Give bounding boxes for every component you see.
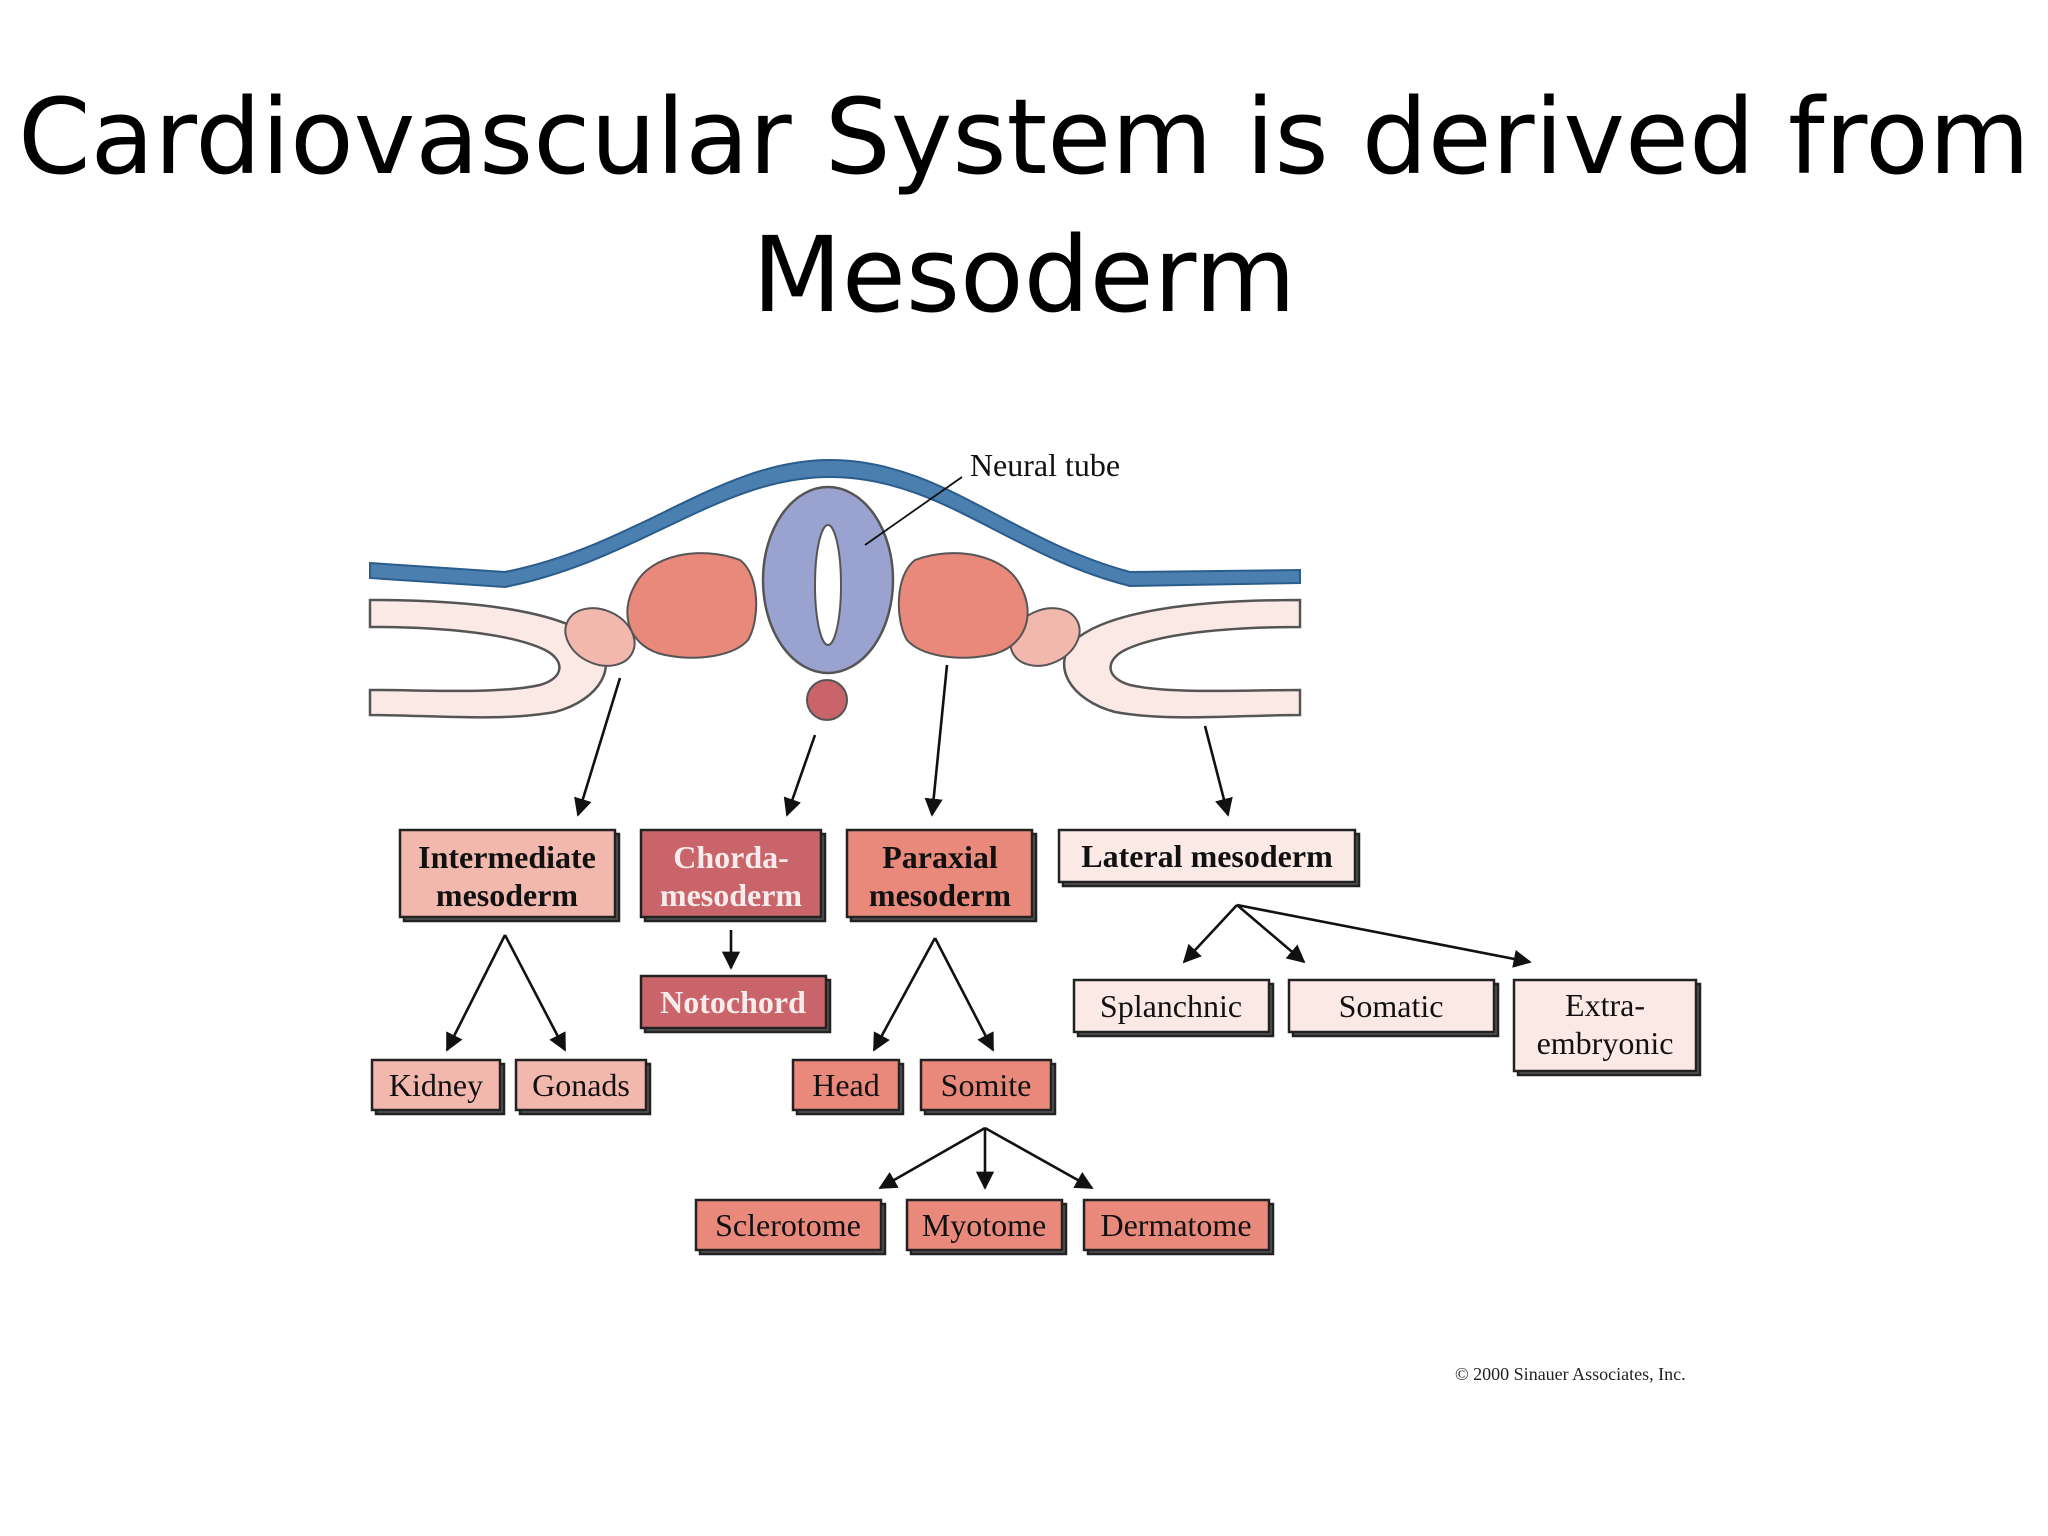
svg-text:Extra-: Extra- (1565, 987, 1645, 1023)
svg-text:mesoderm: mesoderm (869, 877, 1012, 913)
box-somatic: Somatic (1287, 978, 1500, 1038)
box-splanchnic: Splanchnic (1072, 978, 1275, 1038)
branch-arrows (445, 903, 1532, 1190)
section-arrows (574, 664, 1233, 817)
svg-text:Dermatome: Dermatome (1100, 1207, 1251, 1243)
right-lateral-plate (1063, 598, 1302, 719)
svg-text:Notochord: Notochord (660, 984, 806, 1020)
svg-text:Somatic: Somatic (1339, 988, 1444, 1024)
copyright-notice: © 2000 Sinauer Associates, Inc. (1455, 1364, 1686, 1384)
svg-text:Sclerotome: Sclerotome (715, 1207, 861, 1243)
svg-text:Paraxial: Paraxial (882, 839, 998, 875)
svg-text:Somite: Somite (941, 1067, 1032, 1103)
right-intermediate-blob (1009, 607, 1081, 667)
embryo-cross-section: Neural tube (368, 447, 1302, 721)
svg-text:Kidney: Kidney (389, 1067, 483, 1103)
box-kidney: Kidney (370, 1058, 506, 1116)
svg-text:Chorda-: Chorda- (673, 839, 789, 875)
box-lateral-mesoderm: Lateral mesoderm (1057, 828, 1361, 888)
slide-title: Cardiovascular System is derived from Me… (0, 68, 2048, 344)
neural-tube-label: Neural tube (970, 447, 1120, 483)
box-gonads: Gonads (514, 1058, 652, 1116)
neural-tube-leader (864, 476, 963, 546)
svg-text:mesoderm: mesoderm (660, 877, 803, 913)
title-line-1: Cardiovascular System is derived from (17, 76, 2031, 198)
right-paraxial-blob (897, 552, 1029, 659)
svg-text:Head: Head (812, 1067, 880, 1103)
svg-text:mesoderm: mesoderm (436, 877, 579, 913)
ectoderm-layer (369, 458, 1301, 589)
svg-text:Myotome: Myotome (922, 1207, 1046, 1243)
box-somite: Somite (919, 1058, 1057, 1116)
svg-text:Intermediate: Intermediate (418, 839, 596, 875)
svg-text:embryonic: embryonic (1537, 1025, 1674, 1061)
box-intermediate-mesoderm: Intermediate mesoderm (398, 828, 621, 923)
box-paraxial-mesoderm: Paraxial mesoderm (845, 828, 1038, 923)
left-paraxial-blob (626, 552, 758, 659)
box-extraembryonic: Extra- embryonic (1512, 978, 1702, 1077)
box-chordamesoderm: Chorda- mesoderm (639, 828, 827, 923)
svg-text:Lateral mesoderm: Lateral mesoderm (1081, 838, 1333, 874)
svg-text:Gonads: Gonads (532, 1067, 630, 1103)
svg-text:Splanchnic: Splanchnic (1100, 988, 1242, 1024)
box-head: Head (791, 1058, 905, 1116)
box-myotome: Myotome (905, 1198, 1068, 1256)
notochord-circle (806, 679, 848, 721)
title-line-2: Mesoderm (752, 214, 1296, 336)
box-dermatome: Dermatome (1082, 1198, 1275, 1256)
left-intermediate-blob (564, 607, 636, 667)
box-notochord: Notochord (639, 974, 832, 1034)
box-sclerotome: Sclerotome (694, 1198, 887, 1256)
neural-canal (814, 524, 842, 646)
